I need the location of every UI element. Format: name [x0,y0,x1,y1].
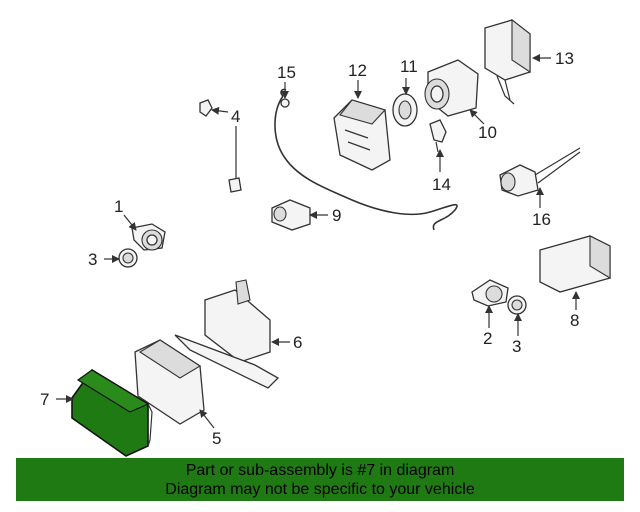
part-14-connector[interactable] [429,119,447,153]
callout-3-left: 3 [88,250,97,269]
callout-13: 13 [555,49,574,68]
part-3-ring-left[interactable] [118,248,138,268]
part-9-sensor[interactable] [271,199,311,231]
part-5-control-unit[interactable] [134,339,205,425]
parts-diagram: 13 12 11 10 14 15 16 4 9 1 3 8 2 3 6 5 7 [40,18,611,457]
callout-11: 11 [400,57,418,76]
banner-line-1: Part or sub-assembly is #7 in diagram [185,462,455,479]
callout-2: 2 [483,329,492,348]
banner-line-2: Diagram may not be specific to your vehi… [165,481,475,498]
callout-15: 15 [277,63,296,82]
callout-1: 1 [114,197,123,216]
part-11-ring[interactable] [392,93,418,127]
part-13-module[interactable] [484,18,531,105]
callout-10: 10 [478,123,497,142]
callout-5: 5 [212,429,221,448]
part-15-harness[interactable] [274,88,458,231]
part-7-highlighted[interactable] [71,368,153,457]
callout-16: 16 [532,210,551,229]
callout-7: 7 [40,390,49,409]
part-10-housing[interactable] [424,59,479,117]
part-6-bracket[interactable] [174,279,280,389]
part-3-ring-right[interactable] [507,295,527,315]
part-8-module[interactable] [539,235,611,293]
part-1-sensor-left[interactable] [131,223,166,251]
info-banner: Part or sub-assembly is #7 in diagram Di… [16,458,624,501]
leader-lines [56,54,580,429]
callout-9: 9 [332,206,341,225]
callout-8: 8 [570,311,579,330]
callout-6: 6 [293,333,302,352]
part-12-bracket[interactable] [333,99,391,171]
part-2-sensor-right[interactable] [471,279,509,307]
callout-4: 4 [231,107,240,126]
callout-3-right: 3 [512,337,521,356]
part-16-probe[interactable] [499,147,581,197]
callout-14: 14 [432,175,451,194]
callout-12: 12 [348,61,367,80]
part-4-clip[interactable] [199,99,242,193]
